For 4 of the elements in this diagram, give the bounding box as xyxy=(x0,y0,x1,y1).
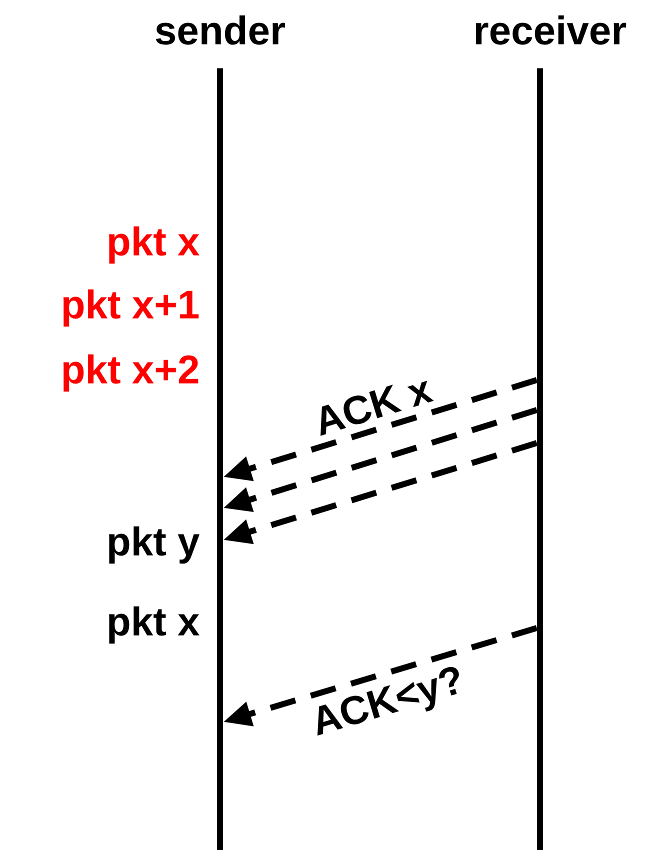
node-label: receiver xyxy=(476,15,626,45)
edge-label: ACK x xyxy=(308,371,437,439)
lifeline: receiver xyxy=(476,15,626,850)
node-label: sender xyxy=(156,15,285,45)
